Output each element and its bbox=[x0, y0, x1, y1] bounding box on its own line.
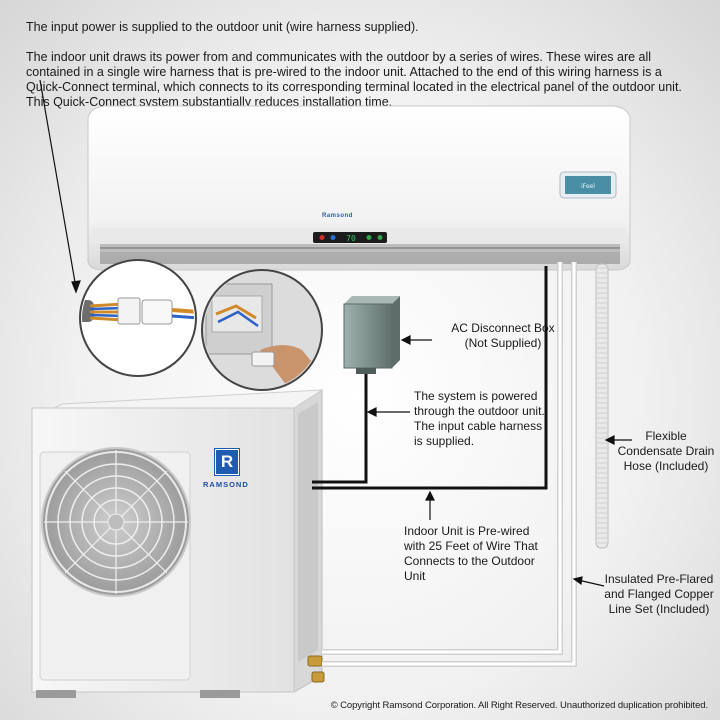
indoor-brand-name: Ramsond bbox=[322, 213, 353, 219]
display-readout: 70 bbox=[346, 234, 356, 243]
outdoor-brand-name: RAMSOND bbox=[203, 480, 249, 489]
connector-inset-left bbox=[79, 259, 197, 377]
outdoor-unit bbox=[31, 389, 325, 698]
svg-text:iFeel: iFeel bbox=[581, 183, 595, 190]
label-copper-line-set: Insulated Pre-Flared and Flanged Copper … bbox=[604, 572, 714, 616]
label-disconnect-box: AC Disconnect Box (Not Supplied) bbox=[451, 321, 555, 350]
indoor-connection-wire bbox=[312, 266, 548, 490]
drain-hose bbox=[595, 263, 609, 549]
label-drain-hose: Flexible Condensate Drain Hose (Included… bbox=[617, 429, 715, 473]
label-powered-outdoor: The system is powered through the outdoo… bbox=[414, 389, 545, 448]
connector-inset-right bbox=[201, 269, 323, 391]
label-prewired: Indoor Unit is Pre-wired with 25 Feet of… bbox=[404, 524, 538, 583]
outdoor-logo-badge: R bbox=[215, 449, 239, 475]
copper-line-set bbox=[322, 262, 577, 667]
input-power-cable bbox=[312, 372, 368, 484]
ac-disconnect-box bbox=[343, 296, 400, 374]
copyright-notice: © Copyright Ramsond Corporation. All Rig… bbox=[330, 700, 708, 711]
indoor-unit: iFeel bbox=[87, 105, 631, 271]
intro-paragraph: The indoor unit draws its power from and… bbox=[26, 50, 682, 109]
callout-arrows bbox=[39, 79, 632, 587]
intro-line-1: The input power is supplied to the outdo… bbox=[26, 20, 419, 34]
